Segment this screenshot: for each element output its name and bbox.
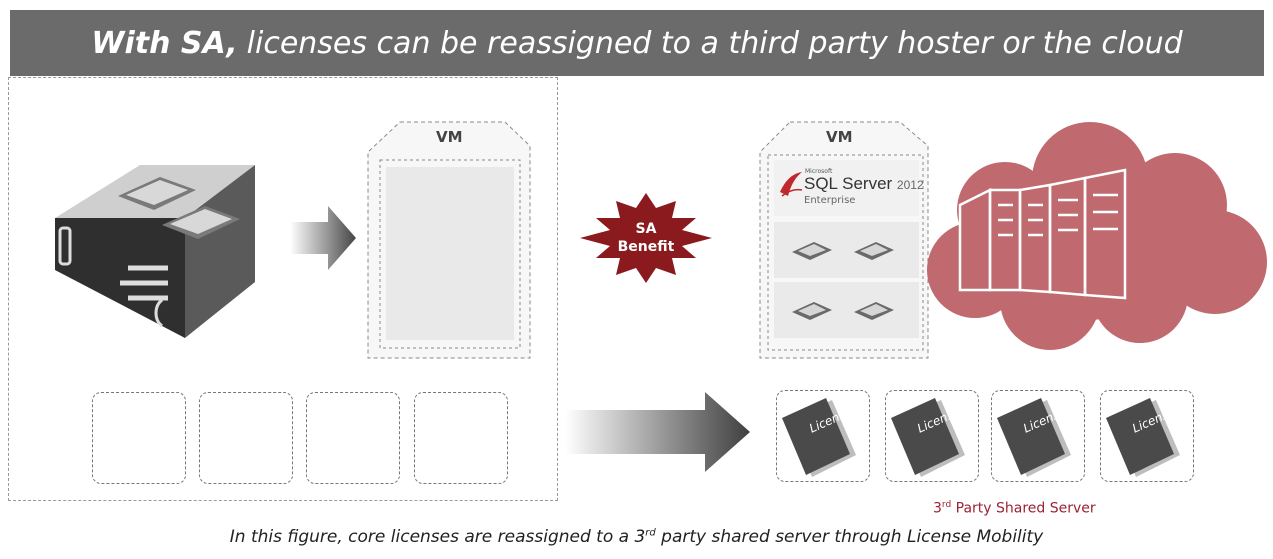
figure-caption: In this figure, core licenses are reassi… <box>229 527 1044 547</box>
empty-license-slot <box>414 392 508 484</box>
empty-license-slot <box>199 392 293 484</box>
cpu-chip-icon <box>854 242 894 260</box>
license-slot <box>991 390 1085 482</box>
server-icon <box>55 165 255 338</box>
license-slot <box>1100 390 1194 482</box>
datacenter-icon <box>958 168 1127 300</box>
cpu-chip-icon <box>118 177 196 210</box>
license-mobility-arrow <box>565 392 750 472</box>
cpu-chip-pair <box>792 302 894 320</box>
cloud-icon <box>927 122 1267 350</box>
on-premises-panel <box>8 77 558 501</box>
sql-server-logo: Microsoft SQL Server 2012 Enterprise <box>774 160 924 216</box>
cpu-chip-icon <box>792 242 832 260</box>
cpu-chip-icon <box>162 206 240 239</box>
empty-license-slot <box>92 392 186 484</box>
cpu-row <box>774 222 919 278</box>
license-book-icon <box>782 398 856 477</box>
vm-left-label: VM <box>436 128 463 146</box>
cpu-chip-icon <box>854 302 894 320</box>
sql-vendor: Microsoft <box>805 168 833 175</box>
license-slot <box>885 390 979 482</box>
banner-bold: With SA, <box>91 25 238 61</box>
arrow-server-to-vm <box>290 206 356 270</box>
license-slot <box>776 390 870 482</box>
header-banner: With SA, licenses can be reassigned to a… <box>10 10 1264 76</box>
cpu-row <box>774 282 919 338</box>
sql-product: SQL Server 2012 <box>804 174 924 193</box>
cpu-chip-pair <box>792 242 894 260</box>
license-book-icon <box>891 398 965 477</box>
license-book-icon <box>1106 398 1180 477</box>
empty-license-slot <box>306 392 400 484</box>
banner-text: licenses can be reassigned to a third pa… <box>246 25 1183 61</box>
sa-benefit-text: SA Benefit <box>596 220 696 256</box>
benefit-label: Benefit <box>617 239 675 255</box>
sql-server-icon <box>780 172 803 197</box>
sql-edition: Enterprise <box>804 195 856 206</box>
cpu-chip-icon <box>792 302 832 320</box>
license-book-icon <box>997 398 1071 477</box>
vm-right-label: VM <box>826 128 853 146</box>
sa-label: SA <box>635 221 657 237</box>
sa-benefit-badge <box>580 193 712 283</box>
vm-left <box>367 121 531 359</box>
third-party-label: 3rd Party Shared Server <box>933 500 1096 517</box>
